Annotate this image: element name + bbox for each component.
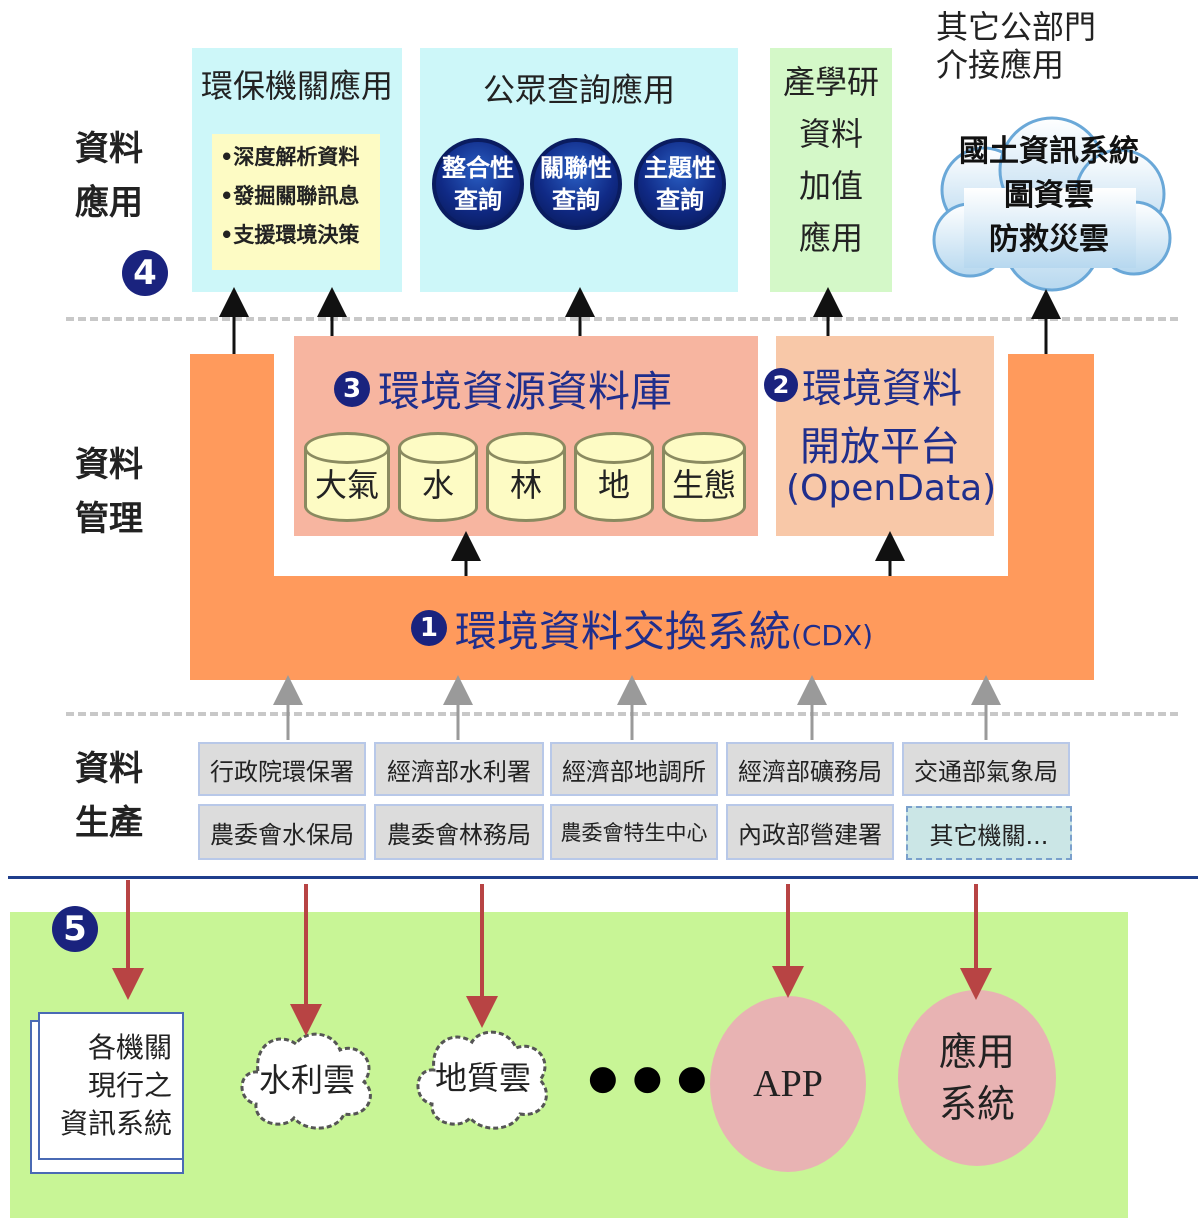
- open-data-line-3: (OpenData): [786, 468, 997, 509]
- cylinder-forest-label: 林: [509, 466, 542, 504]
- database-title: 環境資源資料庫: [378, 367, 673, 416]
- ellipsis-dots: ● ● ●: [588, 1058, 709, 1098]
- water-cloud-label: 水利雲: [258, 1061, 355, 1099]
- agency-geological-survey: 經濟部地調所: [550, 742, 718, 796]
- number-badge-3: 3: [334, 370, 370, 407]
- cdx-exchange-bar: 1 環境資料交換系統 (CDX): [190, 576, 1094, 680]
- open-data-line-1-row: 2 環境資料: [764, 356, 962, 414]
- epa-bullet-3: •支援環境決策: [220, 223, 360, 247]
- separator-middle: [66, 712, 1178, 716]
- agency-forestry-bureau: 農委會林務局: [374, 804, 544, 860]
- app-circle: APP: [710, 996, 866, 1172]
- open-data-line-2: 開放平台: [800, 424, 960, 470]
- epa-application-title: 環保機關應用: [200, 67, 393, 105]
- cdx-suffix: (CDX): [790, 618, 874, 652]
- number-badge-4: 4: [122, 250, 168, 296]
- agency-mines-bureau: 經濟部礦務局: [726, 742, 894, 796]
- land-information-cloud: [932, 116, 1172, 292]
- cylinder-land: 地: [574, 432, 654, 522]
- agency-other: 其它機關...: [906, 806, 1072, 860]
- cloud-line-1: 國土資訊系統: [959, 134, 1139, 169]
- epa-application-box: 環保機關應用 •深度解析資料 •發掘關聯訊息 •支援環境決策: [192, 48, 402, 292]
- layer-label-production: 資料 生產: [75, 749, 143, 843]
- cylinder-water: 水: [398, 432, 478, 522]
- public-query-title: 公眾查詢應用: [482, 71, 675, 109]
- cylinder-forest: 林: [486, 432, 566, 522]
- other-sector-title: 其它公部門 介接應用: [936, 8, 1097, 84]
- cylinder-air-label: 大氣: [314, 466, 379, 504]
- number-badge-2: 2: [764, 368, 798, 402]
- academic-application-title: 產學研 資料 加值 應用: [782, 63, 879, 257]
- academic-application-box: 產學研 資料 加值 應用: [770, 48, 892, 292]
- agency-weather-bureau: 交通部氣象局: [902, 742, 1070, 796]
- separator-bottom-line: [8, 876, 1198, 879]
- number-badge-5: 5: [52, 906, 98, 952]
- cloud-line-3: 防救災雲: [989, 222, 1109, 257]
- layer-label-application: 資料 應用: [75, 129, 143, 223]
- database-title-row: 3 環境資源資料庫: [334, 358, 672, 419]
- water-cloud: [240, 1032, 372, 1130]
- open-data-line-1: 環境資料: [802, 366, 962, 412]
- geology-cloud-label: 地質雲: [434, 1059, 531, 1097]
- existing-systems-label: 各機關 現行之 資訊系統: [59, 1031, 172, 1140]
- number-badge-1: 1: [410, 610, 447, 646]
- cylinder-land-label: 地: [597, 466, 630, 504]
- agency-soil-water-conservation: 農委會水保局: [198, 804, 366, 860]
- thematic-query-ball: 主題性 查詢: [634, 138, 726, 230]
- relational-query-ball: 關聯性 查詢: [530, 138, 622, 230]
- agency-epa: 行政院環保署: [198, 742, 366, 796]
- cloud-text-block: 國土資訊系統 圖資雲 防救災雲: [924, 130, 1174, 262]
- cylinder-water-label: 水: [421, 466, 454, 504]
- cylinder-ecology: 生態: [662, 432, 746, 522]
- epa-bullet-1: •深度解析資料: [220, 145, 360, 169]
- cdx-title: 環境資料交換系統: [454, 606, 791, 656]
- application-system-label: 應用 系統: [938, 1030, 1015, 1126]
- layer-label-management: 資料 管理: [75, 445, 143, 539]
- integrated-query-ball: 整合性 查詢: [432, 138, 524, 230]
- environmental-database-box: 3 環境資源資料庫 大氣 水 林 地 生態: [294, 336, 758, 536]
- agency-endemic-species-center: 農委會特生中心: [550, 804, 718, 860]
- open-data-platform-box: 2 環境資料 開放平台 (OpenData): [764, 336, 997, 536]
- existing-systems-doc: 各機關 現行之 資訊系統: [38, 1012, 184, 1160]
- agency-construction-planning: 內政部營建署: [726, 804, 894, 860]
- cdx-right-pillar: [1008, 354, 1094, 580]
- cylinder-ecology-label: 生態: [671, 466, 736, 504]
- separator-top: [66, 317, 1178, 321]
- agency-water-resources: 經濟部水利署: [374, 742, 544, 796]
- application-system-circle: 應用 系統: [898, 990, 1056, 1166]
- geology-cloud: [416, 1030, 548, 1130]
- epa-bullet-box: •深度解析資料 •發掘關聯訊息 •支援環境決策: [212, 134, 380, 270]
- cylinder-air: 大氣: [304, 432, 390, 522]
- cloud-line-2: 圖資雲: [1004, 178, 1094, 213]
- epa-bullet-2: •發掘關聯訊息: [220, 184, 360, 208]
- public-query-box: 公眾查詢應用 整合性 查詢 關聯性 查詢 主題性 查詢: [420, 48, 738, 292]
- cdx-left-pillar: [190, 354, 274, 580]
